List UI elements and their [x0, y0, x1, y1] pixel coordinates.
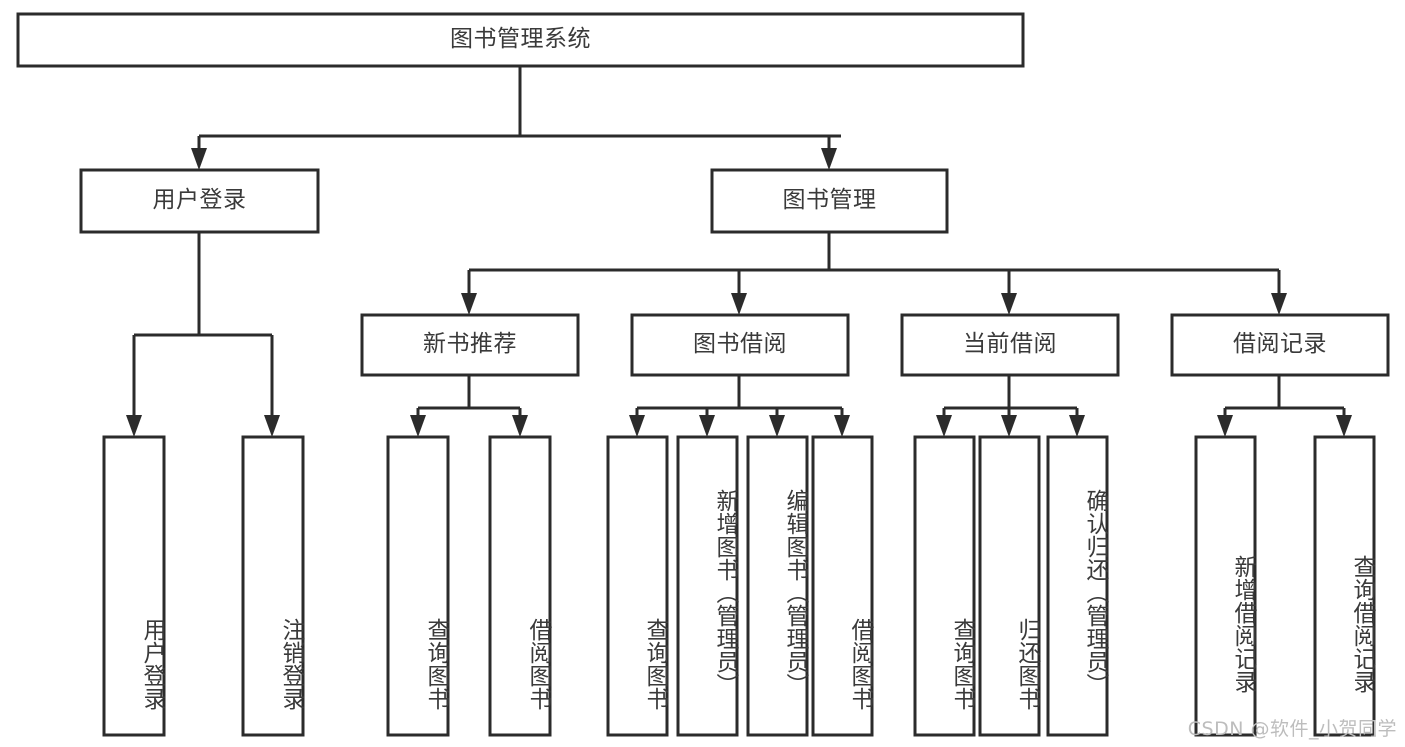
node-box-leaf-query-record[interactable] [1313, 435, 1376, 737]
connector-book-borrow-to-leaves [629, 375, 850, 437]
csdn-watermark: CSDN @软件_小贺同学 [1187, 718, 1397, 740]
node-box-leaf-return-book[interactable] [978, 435, 1041, 737]
node-box-leaf-add-book[interactable] [676, 435, 739, 737]
node-box-book-manage[interactable] [710, 168, 949, 234]
node-box-root[interactable] [16, 12, 1025, 68]
node-box-leaf-borrow-book-1[interactable] [488, 435, 552, 737]
node-box-leaf-user-login[interactable] [102, 435, 166, 737]
connector-new-book-recommend-to-leaves [410, 375, 528, 437]
connector-current-borrow-to-leaves [936, 375, 1085, 437]
connector-borrow-record-to-leaves [1217, 375, 1352, 437]
connector-root-to-level2 [191, 66, 841, 170]
node-box-current-borrow[interactable] [900, 313, 1120, 377]
connector-book-manage-to-level3 [461, 232, 1287, 315]
node-box-leaf-confirm-return[interactable] [1046, 435, 1109, 737]
node-box-user-login[interactable] [79, 168, 320, 234]
node-box-leaf-logout-login[interactable] [241, 435, 305, 737]
node-box-borrow-record[interactable] [1170, 313, 1390, 377]
node-box-leaf-add-record[interactable] [1194, 435, 1257, 737]
node-box-leaf-query-book-2[interactable] [606, 435, 669, 737]
node-box-leaf-query-book-1[interactable] [386, 435, 450, 737]
node-box-leaf-edit-book[interactable] [746, 435, 809, 737]
node-box-leaf-query-book-3[interactable] [913, 435, 976, 737]
connector-user-login-to-leaves [126, 232, 280, 437]
node-box-leaf-borrow-book-2[interactable] [811, 435, 874, 737]
node-box-new-book-recommend[interactable] [360, 313, 580, 377]
node-box-book-borrow[interactable] [630, 313, 850, 377]
